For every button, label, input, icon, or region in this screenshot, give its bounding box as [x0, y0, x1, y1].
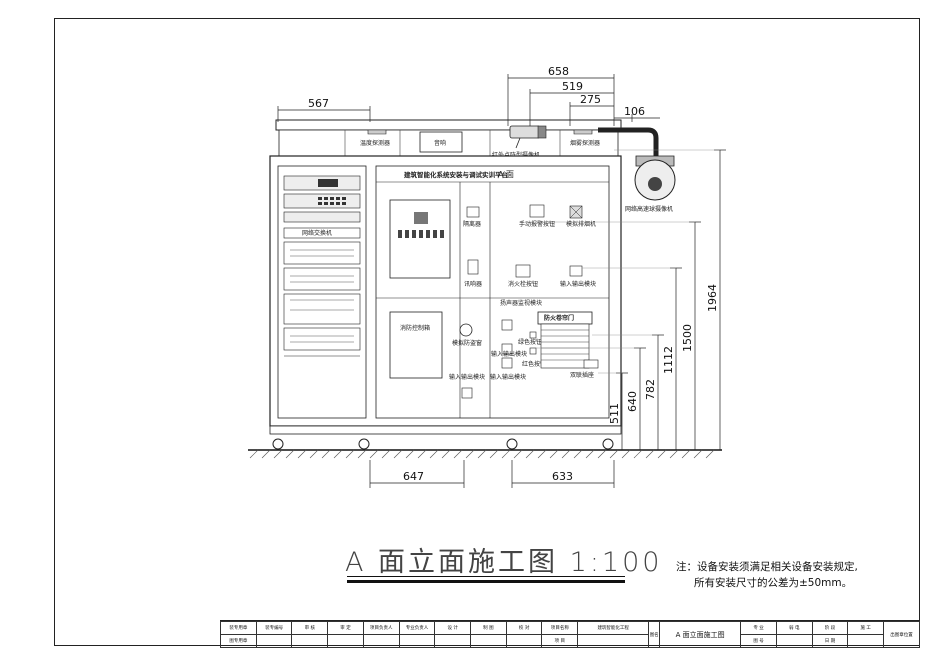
fire-control-label: 消防控制箱: [400, 324, 430, 332]
sounder-label: 讯响器: [464, 280, 482, 288]
ir-camera-label: 红外点阵型摄像机: [492, 151, 540, 159]
sim-smoke-label: 模拟排烟机: [566, 220, 596, 228]
dim-1112: 1112: [662, 346, 675, 374]
red-btn-label: 红色按钮: [522, 360, 546, 368]
tb-cell: 装专用章: [220, 621, 257, 635]
isolator-label: 隔离器: [463, 220, 481, 228]
dim-633: 633: [552, 470, 573, 483]
title-block-row-2: 图专用章 项 目 图 号 日 期: [220, 634, 920, 648]
tb-cell: [398, 634, 436, 648]
tb-cell: [434, 634, 472, 648]
ground-hatch: [249, 449, 715, 459]
dim-275: 275: [580, 93, 601, 106]
camera-bracket: [598, 127, 659, 156]
smoke-detector-icon: [573, 129, 593, 135]
manual-alarm-label: 手动报警按钮: [519, 220, 555, 228]
tb-cell: 阶 段: [811, 621, 849, 635]
fire-control-box: [389, 311, 443, 379]
tb-cell: 审 定: [327, 621, 364, 635]
fire-alarm-controller: [389, 199, 451, 279]
tb-cell: 项 目: [541, 634, 579, 648]
note-line-1: 注：设备安装须满足相关设备安装规定,: [676, 561, 858, 573]
tb-cell: [847, 634, 885, 648]
dim-640: 640: [626, 391, 639, 412]
tb-cell: [577, 634, 650, 648]
dim-1500: 1500: [681, 324, 694, 352]
io-module-2-label: 输入输出模块: [491, 350, 527, 358]
tb-cell: 校 对: [505, 621, 543, 635]
tb-cell: 建筑智能化工程: [577, 621, 650, 635]
rolling-door-icon: [540, 323, 590, 369]
speaker-label: 音响: [434, 139, 446, 147]
installation-note: 注：设备安装须满足相关设备安装规定, 所有安装尺寸的公差为±50mm。: [676, 559, 858, 591]
tb-cell: [255, 634, 293, 648]
switch-unit: [283, 227, 361, 239]
sim-door-icon: [459, 323, 473, 337]
canopy-top: [275, 119, 622, 131]
network-switch-label: 网络交换机: [302, 229, 332, 237]
temp-detector-icon: [367, 129, 387, 135]
dim-782: 782: [644, 379, 657, 400]
tb-cell: [505, 634, 543, 648]
hydrant-btn-label: 消火栓按钮: [508, 280, 538, 288]
io-module-1-label: 输入输出模块: [560, 280, 596, 288]
tb-cell: [291, 634, 329, 648]
dim-1964: 1964: [706, 284, 719, 312]
tb-cell: [362, 634, 400, 648]
tb-cell: [775, 634, 813, 648]
tb-cell: 弱 电: [775, 621, 813, 635]
tb-cell: 图 号: [740, 634, 777, 648]
tb-cell: 项目负责人: [362, 621, 400, 635]
ir-camera-icon: [509, 125, 547, 149]
face-a-label: A 面: [498, 170, 514, 179]
tb-cell-figname: 图名: [648, 621, 661, 648]
dim-658: 658: [548, 65, 569, 78]
tb-cell: 图专用章: [220, 634, 257, 648]
dim-519: 519: [562, 80, 583, 93]
dimension-lines: [277, 74, 726, 488]
dim-567: 567: [308, 97, 329, 110]
sim-door-label: 模拟防盗窗: [452, 339, 482, 347]
tb-stamp: 出图章位置: [883, 621, 920, 648]
tb-cell: 制 图: [470, 621, 507, 635]
leader-lines: [530, 149, 720, 374]
tb-drawing-name: A 面立面施工图: [659, 621, 742, 648]
io-module-3-label: 输入输出模块: [449, 373, 485, 381]
double-switch-label: 双联插座: [570, 371, 594, 379]
dim-106: 106: [624, 105, 645, 118]
io-module-4-label: 输入输出模块: [490, 373, 526, 381]
green-btn-label: 绿色按钮: [518, 338, 542, 346]
tb-cell: 日 期: [811, 634, 849, 648]
temp-detector-label: 温度探测器: [360, 139, 390, 147]
title-underline: [347, 580, 625, 583]
dim-647: 647: [403, 470, 424, 483]
title-block: 装专用章 装专编号 审 核 审 定 项目负责人 专业负责人 设 计 制 图 校 …: [220, 620, 920, 648]
title-block-row-1: 装专用章 装专编号 审 核 审 定 项目负责人 专业负责人 设 计 制 图 校 …: [220, 621, 920, 648]
tb-cell: 专 业: [740, 621, 777, 635]
speaker-module-label: 扬声器监视模块: [500, 299, 542, 307]
fire-door-label: 防火卷帘门: [544, 314, 574, 322]
dome-camera-icon: [634, 155, 676, 201]
platform-title: 建筑智能化系统安装与调试实训平台: [403, 170, 509, 179]
tb-cell: [470, 634, 507, 648]
tb-cell: 项目名称: [541, 621, 579, 635]
tb-cell: 施 工: [847, 621, 885, 635]
drawing-title: A 面立面施工图 1:100: [345, 547, 663, 578]
wheels: [269, 425, 622, 450]
dome-camera-label: 网络高速球摄像机: [625, 205, 673, 213]
smoke-detector-label: 烟雾探测器: [570, 139, 600, 147]
speaker-icon: [419, 131, 463, 153]
dim-511: 511: [608, 403, 621, 424]
tb-cell: 专业负责人: [398, 621, 436, 635]
tb-cell: [327, 634, 364, 648]
tb-cell: 审 核: [291, 621, 329, 635]
tb-cell: 设 计: [434, 621, 472, 635]
note-line-2: 所有安装尺寸的公差为±50mm。: [694, 577, 853, 589]
title-underline-thin: [347, 576, 625, 577]
tb-cell: 装专编号: [255, 621, 293, 635]
